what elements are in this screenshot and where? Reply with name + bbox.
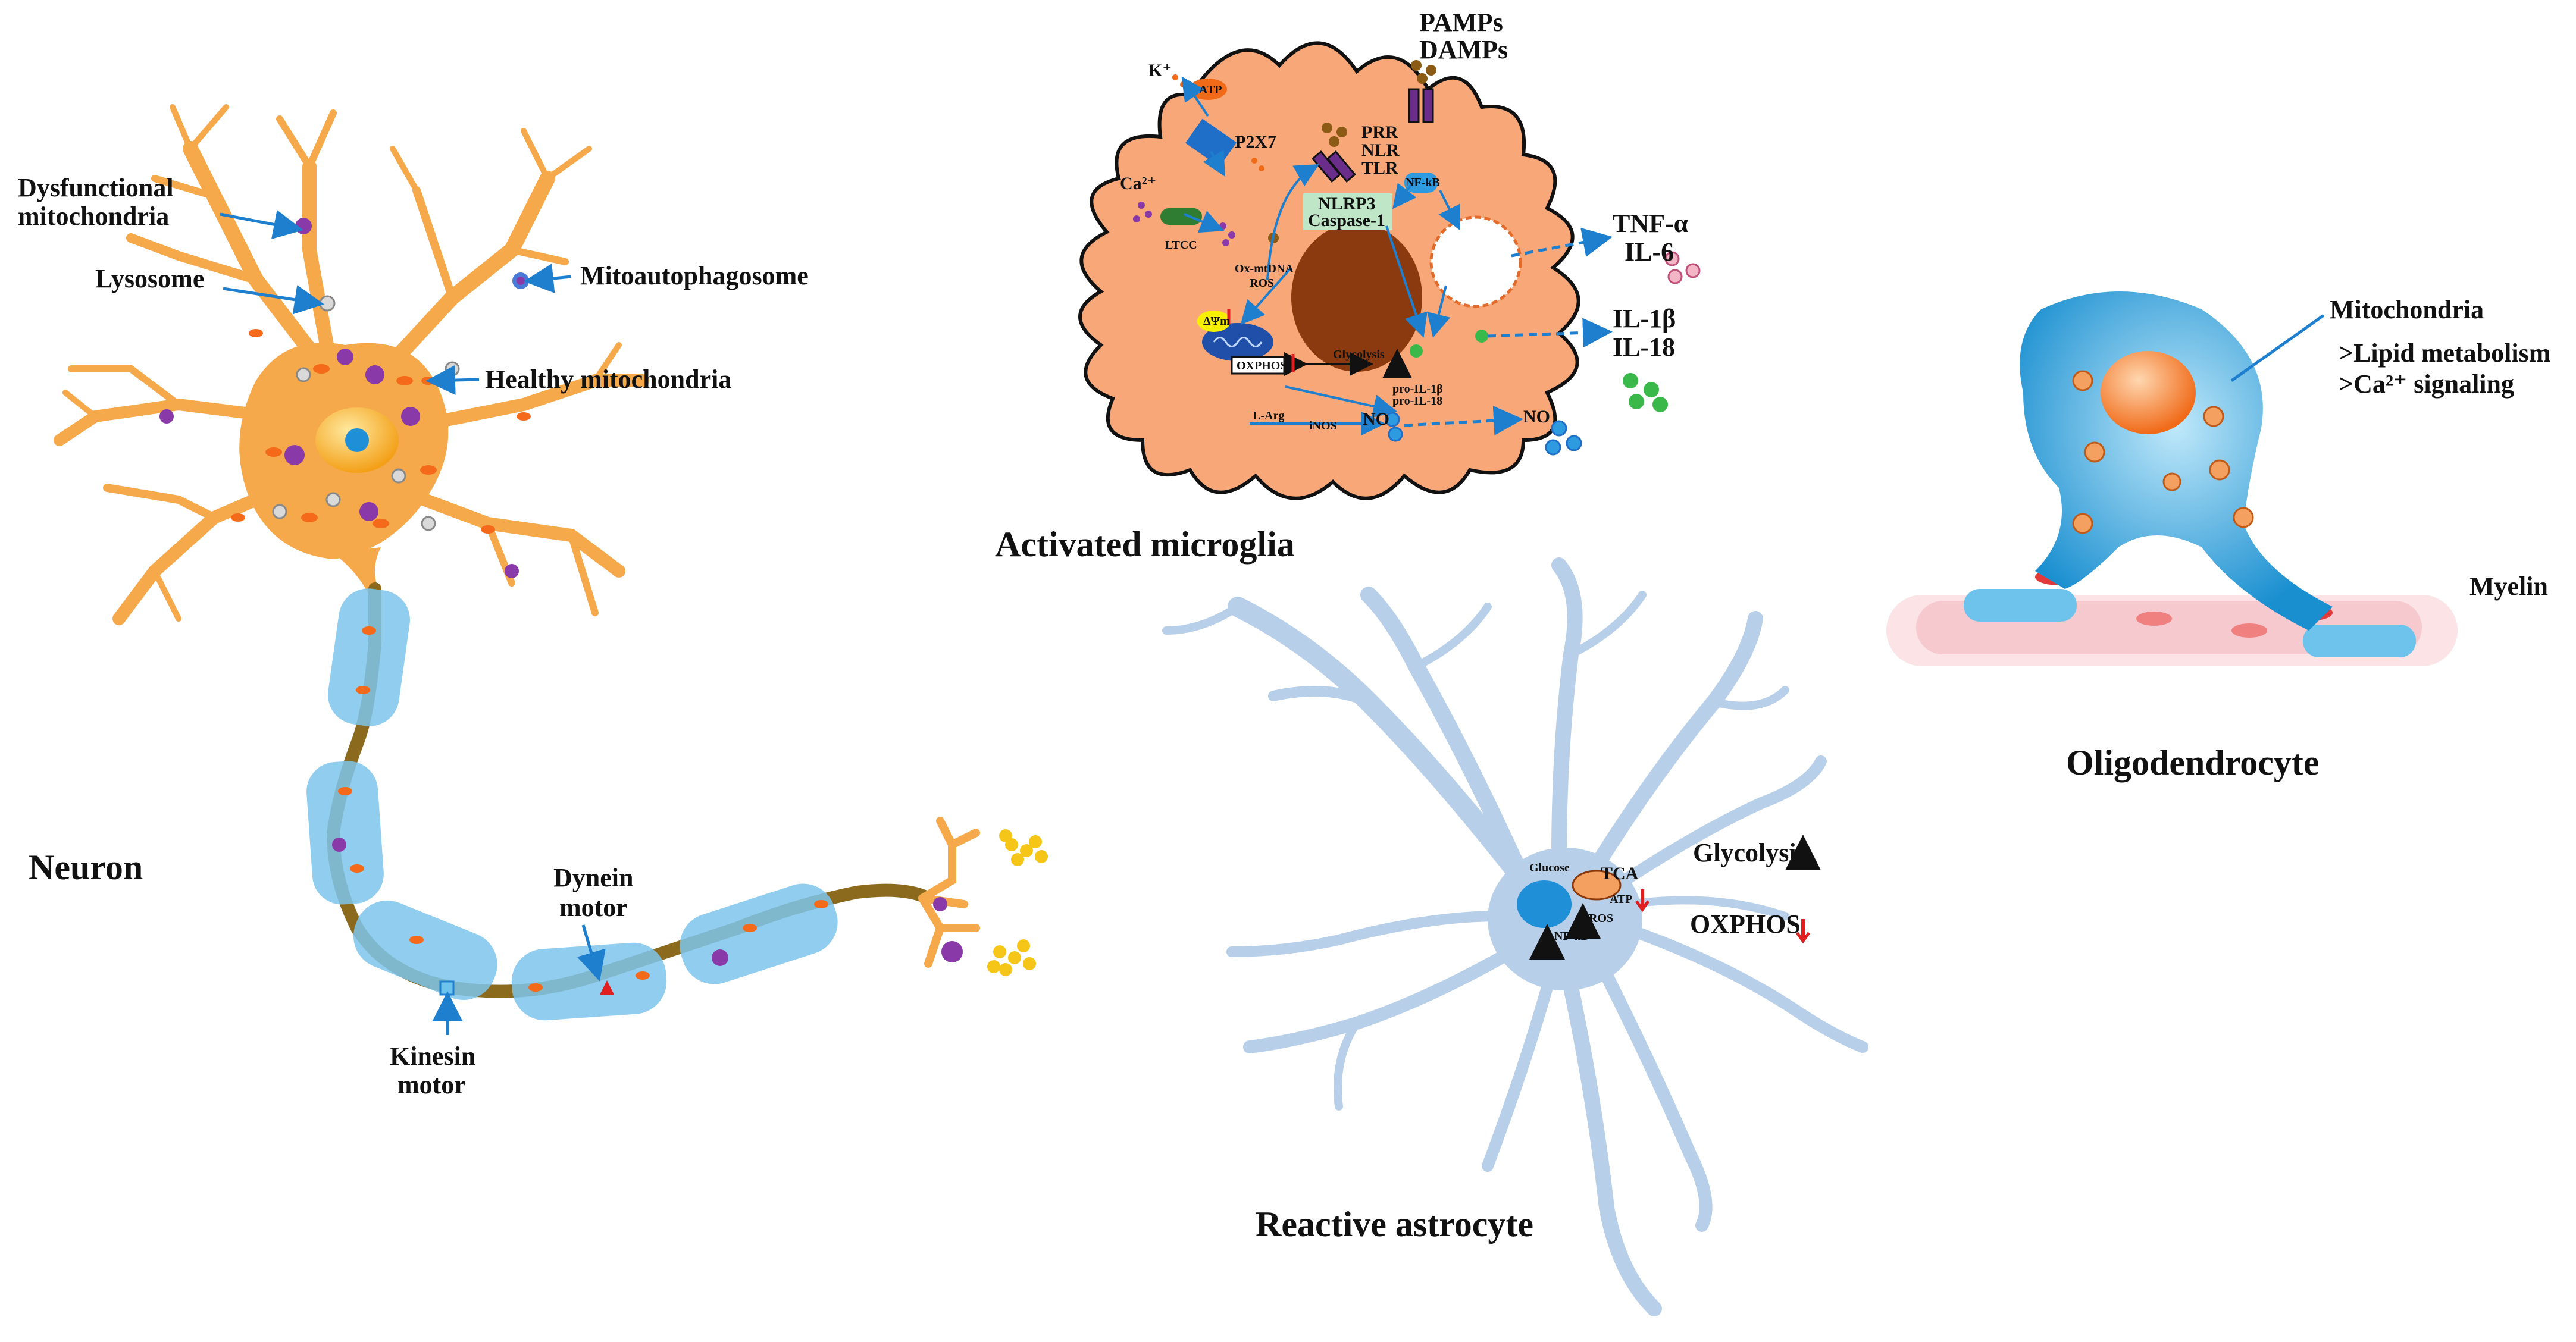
label-mitoautophagosome: Mitoautophagosome bbox=[580, 261, 809, 290]
label-glucose: Glucose bbox=[1529, 861, 1570, 874]
label-atp-microglia: ATP bbox=[1199, 83, 1222, 96]
label-no-out: NO bbox=[1523, 407, 1550, 427]
neuron-nucleolus bbox=[345, 428, 369, 452]
microglia-dashed-arrows bbox=[1404, 227, 1613, 436]
label-k-ion: K⁺ bbox=[1148, 61, 1172, 80]
mitoautophagosome-dot bbox=[512, 272, 529, 289]
microglia-title: Activated microglia bbox=[995, 525, 1295, 564]
microglia-down-arrows bbox=[1227, 309, 1295, 372]
label-atp-astrocyte: ATP bbox=[1610, 893, 1633, 906]
microglia-arrows bbox=[1181, 76, 1460, 435]
axon-hillock bbox=[333, 547, 381, 595]
synaptic-vesicles bbox=[987, 829, 1048, 976]
label-no-inside: NO bbox=[1363, 409, 1389, 429]
label-lipid-metabolism: >Lipid metabolism bbox=[2339, 338, 2550, 368]
astrocyte-group: Glucose TCA ATP ROS NF-kB Glycolysis OXP… bbox=[1162, 557, 1868, 1316]
kinesin-motor-icon bbox=[439, 980, 455, 996]
microglia-nucleus bbox=[1291, 223, 1422, 372]
label-ox-mtdna: Ox-mtDNA bbox=[1235, 262, 1294, 275]
label-ltcc: LTCC bbox=[1165, 239, 1197, 252]
neuron-callout-arrows bbox=[220, 209, 606, 1035]
pamps-receptor-icon bbox=[1408, 88, 1434, 123]
nlrp3-box bbox=[1303, 193, 1392, 230]
oligodendrocyte-cell bbox=[2020, 291, 2333, 631]
astrocyte-down-arrows bbox=[1635, 889, 1811, 944]
label-glycolysis-astrocyte: Glycolysis bbox=[1693, 838, 1807, 867]
label-caspase: Caspase-1 bbox=[1308, 211, 1385, 230]
astrocyte-title: Reactive astrocyte bbox=[1256, 1205, 1533, 1244]
dysfunctional-mitochondria-dots bbox=[159, 218, 963, 966]
myelin-wrap bbox=[1886, 569, 2458, 666]
oxphos-box bbox=[1231, 356, 1285, 375]
tnf-particles bbox=[1664, 251, 1701, 284]
label-ca-signaling: >Ca²⁺ signaling bbox=[2339, 369, 2514, 399]
label-l-arg: L-Arg bbox=[1253, 409, 1284, 422]
label-ros-microglia: ROS bbox=[1250, 277, 1274, 290]
oligodendrocyte-nucleus bbox=[2101, 351, 2196, 434]
label-nlr: NLR bbox=[1361, 140, 1400, 160]
label-damps: DAMPs bbox=[1419, 35, 1508, 64]
astrocyte-processes bbox=[1162, 557, 1868, 1316]
label-pro-il18: pro-IL-18 bbox=[1392, 394, 1442, 407]
label-oxphos-astrocyte: OXPHOS bbox=[1690, 910, 1801, 939]
astrocyte-mitochondrion bbox=[1572, 870, 1622, 901]
astrocyte-nucleus bbox=[1517, 880, 1572, 928]
neuron-title: Neuron bbox=[29, 848, 143, 887]
label-nfkb-astrocyte: NF-kB bbox=[1554, 930, 1589, 943]
il1b-particles bbox=[1410, 330, 1668, 412]
label-ca-ion: Ca²⁺ bbox=[1120, 174, 1157, 193]
label-psi: ΔΨm bbox=[1203, 315, 1230, 328]
label-myelin: Myelin bbox=[2469, 572, 2548, 601]
neuron-dendrites bbox=[54, 104, 649, 625]
label-ros-astrocyte: ROS bbox=[1589, 912, 1613, 925]
oligodendrocyte-title: Oligodendrocyte bbox=[2066, 743, 2320, 782]
label-dysfunctional-1: Dysfunctional bbox=[18, 173, 174, 202]
no-particles bbox=[1385, 412, 1582, 456]
label-nfkb-microglia: NF-kB bbox=[1406, 176, 1440, 189]
microglia-vesicle bbox=[1429, 215, 1522, 308]
healthy-mitochondria-dots bbox=[231, 329, 828, 992]
label-il1b: IL-1β bbox=[1613, 304, 1676, 333]
prr-receptor-icon bbox=[1311, 150, 1357, 183]
label-oligo-mitochondria: Mitochondria bbox=[2330, 295, 2484, 324]
label-tnf: TNF-α bbox=[1613, 209, 1689, 238]
label-p2x7: P2X7 bbox=[1235, 132, 1276, 152]
oligodendrocyte-mitochondria bbox=[2072, 370, 2254, 534]
psi-badge bbox=[1197, 311, 1231, 332]
ltcc-channel-icon bbox=[1160, 208, 1202, 225]
dynein-motor-icon bbox=[600, 980, 614, 995]
label-prr: PRR bbox=[1361, 123, 1398, 142]
microglia-cristae bbox=[1213, 337, 1263, 347]
oligodendrocyte-group: Mitochondria >Lipid metabolism >Ca²⁺ sig… bbox=[1886, 291, 2550, 782]
neuron-group: Dysfunctional mitochondria Lysosome Mito… bbox=[18, 104, 1048, 1099]
label-kinesin-2: motor bbox=[397, 1070, 466, 1099]
astrocyte-up-arrows bbox=[1529, 835, 1821, 960]
label-pro-il1b: pro-IL-1β bbox=[1392, 382, 1443, 396]
label-tlr: TLR bbox=[1361, 158, 1398, 178]
label-inos: iNOS bbox=[1309, 419, 1337, 432]
label-lysosome: Lysosome bbox=[95, 264, 204, 293]
label-tca: TCA bbox=[1601, 864, 1639, 883]
label-oxphos-microglia: OXPHOS bbox=[1237, 359, 1287, 372]
label-il18: IL-18 bbox=[1613, 333, 1675, 362]
label-dynein-2: motor bbox=[559, 893, 628, 922]
myelin-sheaths bbox=[306, 588, 838, 1021]
label-glycolysis-microglia: Glycolysis bbox=[1333, 348, 1385, 361]
label-kinesin-1: Kinesin bbox=[390, 1042, 475, 1071]
axon-terminals bbox=[918, 817, 980, 968]
label-dynein-1: Dynein bbox=[553, 863, 633, 892]
label-il6: IL-6 bbox=[1625, 237, 1674, 266]
label-nlrp3: NLRP3 bbox=[1318, 194, 1376, 214]
pamps-particles bbox=[1268, 60, 1436, 243]
label-pamps: PAMPs bbox=[1419, 8, 1503, 37]
microglia-group: PAMPs DAMPs K⁺ ATP P2X7 Ca²⁺ LTCC PRR NL… bbox=[995, 8, 1701, 564]
label-healthy-mitochondria: Healthy mitochondria bbox=[485, 365, 731, 394]
label-dysfunctional-2: mitochondria bbox=[18, 202, 169, 231]
mitochondria-callout bbox=[2230, 313, 2325, 382]
